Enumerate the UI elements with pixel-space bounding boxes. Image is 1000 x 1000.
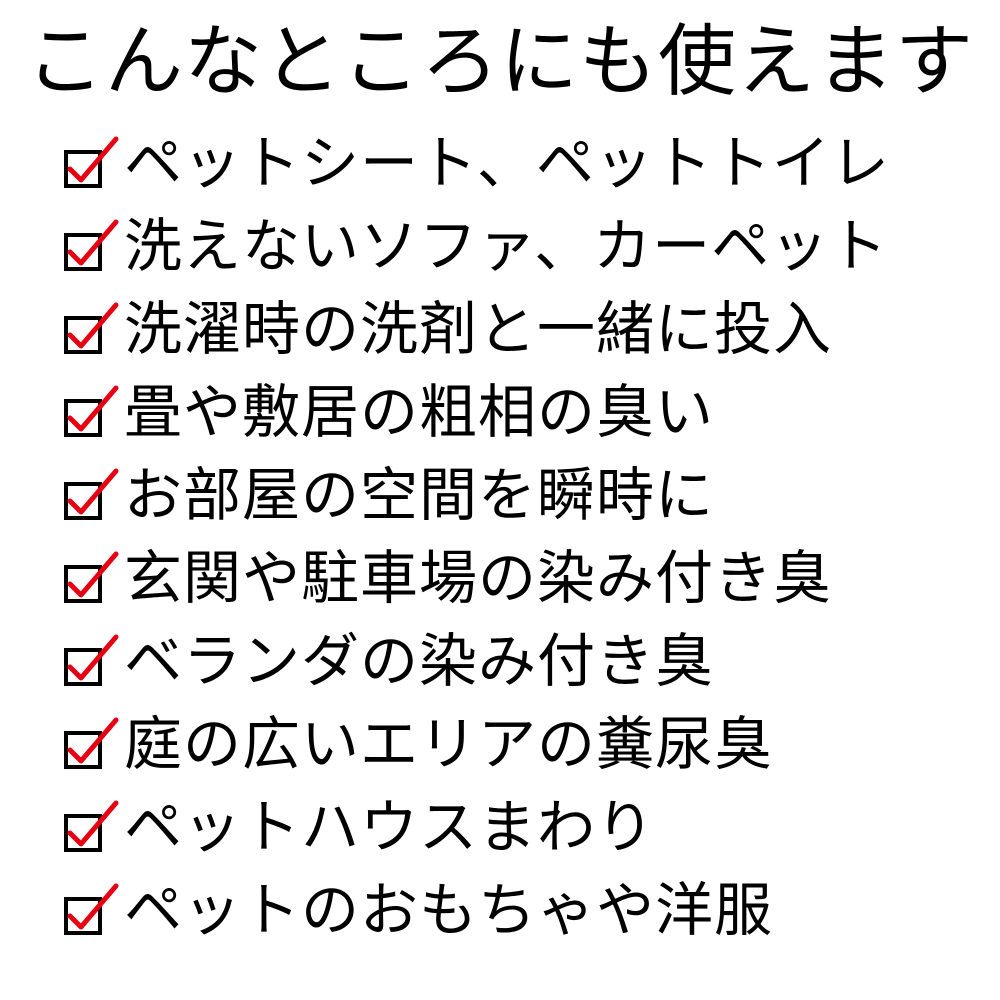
list-item-label: ペットのおもちゃや洋服	[124, 875, 774, 944]
list-item: 畳や敷居の粗相の臭い	[62, 370, 992, 453]
list-item-label: 庭の広いエリアの糞尿臭	[124, 709, 774, 778]
checked-box-icon	[64, 219, 119, 271]
list-item: 庭の広いエリアの糞尿臭	[62, 702, 992, 785]
checked-box-icon	[64, 302, 119, 354]
list-item: 洗濯時の洗剤と一緒に投入	[62, 287, 992, 370]
list-item: ペットシート、ペットトイレ	[62, 121, 992, 204]
checked-box-icon	[64, 385, 119, 437]
list-item: ベランダの染み付き臭	[62, 619, 992, 702]
list-item-label: ペットハウスまわり	[124, 792, 656, 861]
usage-checklist: ペットシート、ペットトイレ 洗えないソファ、カーペット 洗濯時の洗剤と一緒に投入…	[62, 121, 992, 951]
list-item: ペットのおもちゃや洋服	[62, 868, 992, 951]
list-item-label: ベランダの染み付き臭	[124, 626, 715, 695]
page-title: こんなところにも使えます	[25, 17, 974, 107]
list-item-label: 玄関や駐車場の染み付き臭	[124, 543, 833, 612]
list-item: 洗えないソファ、カーペット	[62, 204, 992, 287]
checked-box-icon	[64, 634, 119, 686]
checked-box-icon	[64, 136, 119, 188]
checked-box-icon	[64, 551, 119, 603]
list-item-label: 畳や敷居の粗相の臭い	[124, 377, 715, 446]
list-item-label: ペットシート、ペットトイレ	[124, 128, 890, 197]
list-item: お部屋の空間を瞬時に	[62, 453, 992, 536]
list-item-label: お部屋の空間を瞬時に	[124, 460, 715, 529]
checked-box-icon	[64, 883, 119, 935]
list-item: 玄関や駐車場の染み付き臭	[62, 536, 992, 619]
list-item: ペットハウスまわり	[62, 785, 992, 868]
checked-box-icon	[64, 468, 119, 520]
list-item-label: 洗濯時の洗剤と一緒に投入	[124, 294, 833, 363]
checked-box-icon	[64, 717, 119, 769]
list-item-label: 洗えないソファ、カーペット	[124, 211, 889, 280]
checked-box-icon	[64, 800, 119, 852]
